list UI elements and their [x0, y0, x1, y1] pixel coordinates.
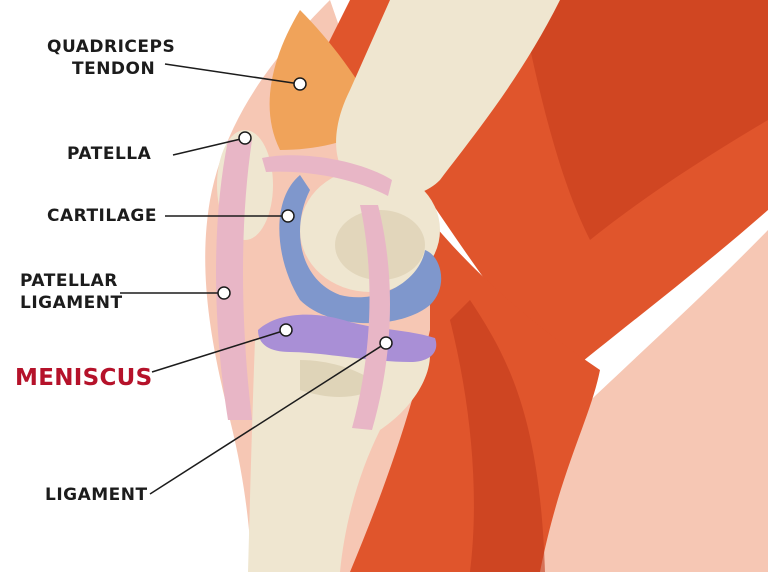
dot-patella [238, 131, 252, 145]
label-cartilage: CARTILAGE [47, 206, 157, 226]
calf-muscle-dark [450, 300, 545, 572]
tibia-shade [300, 360, 380, 397]
dot-meniscus [279, 323, 293, 337]
label-quadriceps-tendon-line2: TENDON [72, 59, 156, 79]
meniscus-shape [258, 314, 437, 362]
leader-quadriceps-tendon [164, 63, 301, 85]
collateral-ligament-shape [352, 205, 390, 430]
cartilage-shape [279, 175, 442, 324]
dot-quadriceps-tendon [293, 77, 307, 91]
leader-meniscus [151, 329, 287, 373]
dot-patellar-ligament [217, 286, 231, 300]
leader-ligament [149, 342, 387, 495]
label-ligament: LIGAMENT [45, 485, 148, 505]
tibia-bone [248, 338, 430, 572]
label-patellar-ligament: PATELLAR LIGAMENT [20, 270, 123, 314]
thigh-muscle-dark [520, 0, 768, 240]
upper-ligament-band [262, 155, 392, 196]
dot-cartilage [281, 209, 295, 223]
femur-bone [336, 0, 560, 197]
label-quadriceps-tendon: QUADRICEPS TENDON [47, 36, 175, 80]
label-patellar-ligament-line2: LIGAMENT [20, 293, 123, 313]
label-meniscus: MENISCUS [15, 365, 153, 391]
patellar-ligament-shape [216, 140, 252, 420]
label-patellar-ligament-line1: PATELLAR [20, 271, 118, 291]
label-quadriceps-tendon-line1: QUADRICEPS [47, 37, 176, 57]
dot-ligament [379, 336, 393, 350]
leader-patella [172, 137, 246, 156]
label-patella: PATELLA [67, 144, 152, 164]
